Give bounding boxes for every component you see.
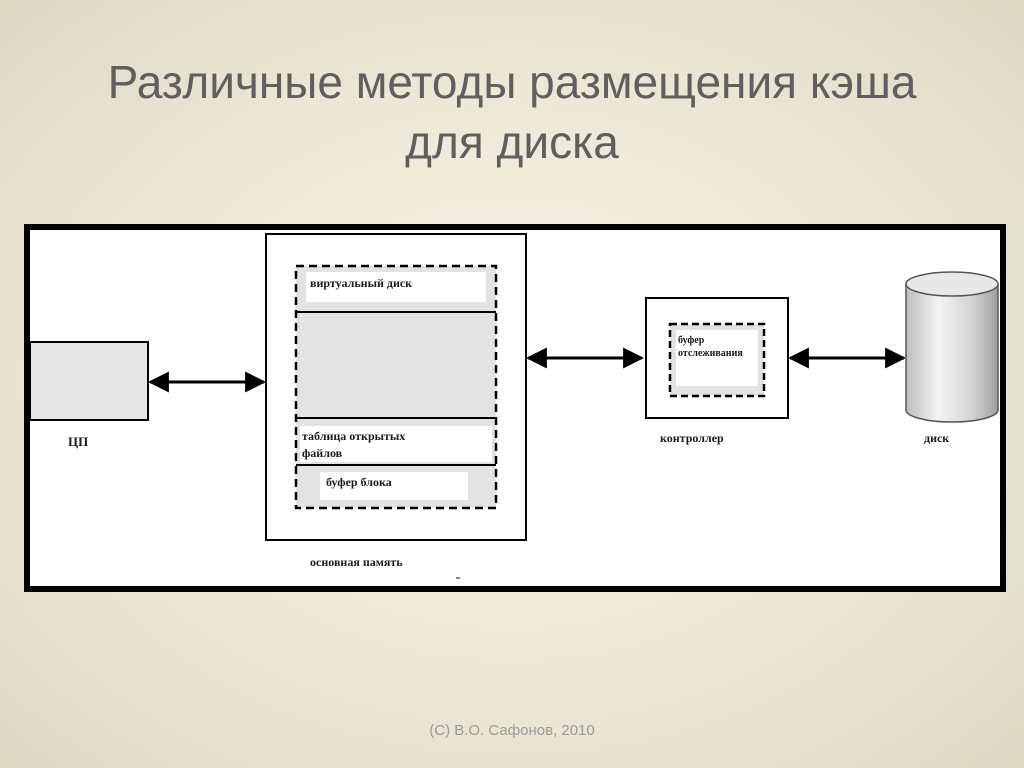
slide-title: Различные методы размещения кэша для дис…: [0, 52, 1024, 172]
track-buffer-label-2: отслеживания: [678, 348, 743, 359]
cpu-box: [29, 341, 149, 421]
open-files-table-label-1: таблица открытых: [302, 429, 405, 443]
open-files-table-box: [300, 426, 492, 462]
memory-dashed-region: [294, 264, 498, 510]
disk-label: диск: [924, 431, 949, 445]
track-buffer-inner: [676, 330, 758, 386]
diagram-canvas: ЦП виртуальный диск таблица открытых фай…: [29, 230, 1000, 586]
block-buffer-box: [320, 472, 468, 500]
virtual-disk-box: [306, 272, 486, 302]
slide-title-line-1: Различные методы размещения кэша: [107, 56, 917, 108]
cpu-label: ЦП: [68, 434, 88, 449]
disk-cache-diagram: ЦП виртуальный диск таблица открытых фай…: [24, 224, 1006, 592]
virtual-disk-label: виртуальный диск: [310, 276, 412, 290]
block-buffer-label: буфер блока: [326, 475, 392, 489]
slide-footer: (C) В.О. Сафонов, 2010: [429, 722, 595, 739]
main-memory-label: основная память: [310, 555, 403, 569]
slide-title-line-2: для диска: [405, 116, 619, 168]
disk-cylinder-icon: [905, 271, 999, 423]
open-files-table-label-2: файлов: [302, 446, 343, 460]
track-buffer-label-1: буфер: [678, 335, 705, 346]
controller-label: контроллер: [660, 431, 724, 445]
